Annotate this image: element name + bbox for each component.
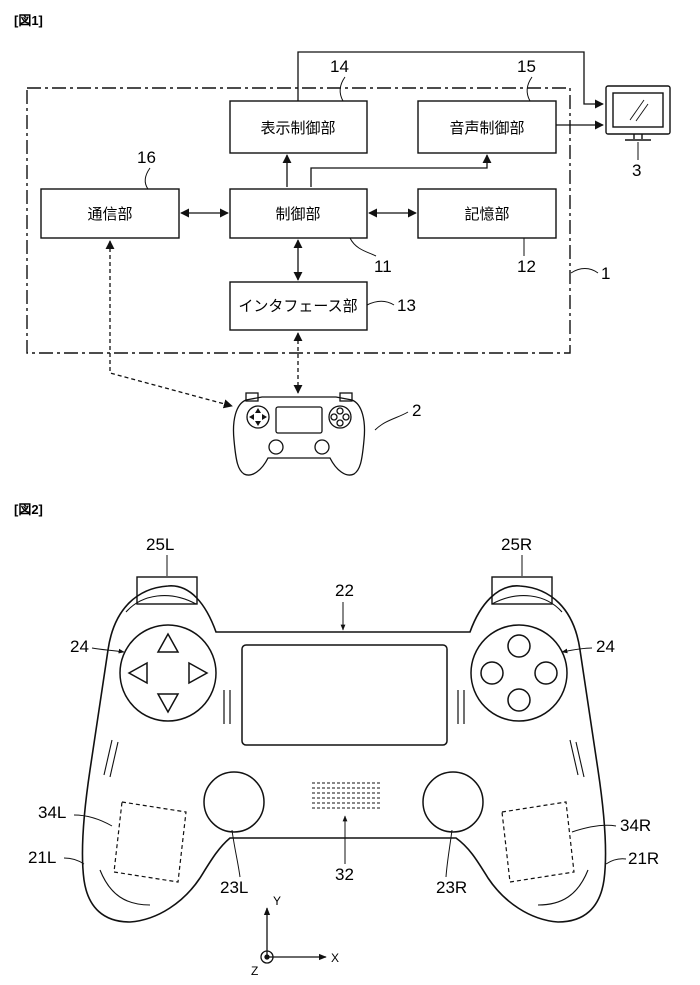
audio-control-box: 音声制御部 bbox=[417, 100, 557, 154]
ref-21R: 21R bbox=[628, 849, 659, 868]
ref-15: 15 bbox=[517, 57, 536, 76]
ref-25R: 25R bbox=[501, 535, 532, 554]
ref-34L: 34L bbox=[38, 803, 66, 822]
fig1-label: [図1] bbox=[14, 13, 43, 28]
interface-label: インタフェース部 bbox=[238, 297, 357, 315]
axis-y-label: Y bbox=[273, 894, 281, 908]
ref-16: 16 bbox=[137, 148, 156, 167]
memory-label: 記憶部 bbox=[464, 205, 509, 223]
ref-14: 14 bbox=[330, 57, 349, 76]
control-label: 制御部 bbox=[275, 205, 320, 223]
speaker-grille bbox=[312, 782, 380, 809]
wireless-links bbox=[105, 240, 303, 409]
fig2-reference-numbers: 25L 25R 22 24 24 34L 34R 21L 21R 23L 23R… bbox=[28, 535, 659, 897]
grip-sensors bbox=[113, 801, 575, 883]
ref-25L: 25L bbox=[146, 535, 174, 554]
ref-23L: 23L bbox=[220, 878, 248, 897]
ref-3: 3 bbox=[632, 161, 641, 180]
fig2-label: [図2] bbox=[14, 502, 43, 517]
ref-24-left: 24 bbox=[70, 637, 89, 656]
ref-34R: 34R bbox=[620, 816, 651, 835]
memory-box: 記憶部 bbox=[417, 188, 557, 239]
display-control-label: 表示制御部 bbox=[260, 119, 335, 137]
communication-label: 通信部 bbox=[87, 205, 132, 223]
fig1-reference-numbers: 14 15 16 11 12 13 1 2 3 bbox=[137, 57, 641, 431]
coordinate-axes bbox=[260, 907, 327, 964]
fig1-connections bbox=[180, 51, 604, 281]
ref-1: 1 bbox=[601, 264, 610, 283]
ref-11: 11 bbox=[374, 257, 392, 276]
display-control-box: 表示制御部 bbox=[229, 100, 368, 154]
ref-12: 12 bbox=[517, 257, 536, 276]
direction-buttons bbox=[119, 624, 217, 722]
monitor-icon bbox=[605, 85, 671, 141]
interface-box: インタフェース部 bbox=[229, 281, 368, 331]
ref-13: 13 bbox=[397, 296, 416, 315]
controller-body bbox=[81, 585, 607, 923]
ref-21L: 21L bbox=[28, 848, 56, 867]
control-box: 制御部 bbox=[229, 188, 368, 239]
audio-control-label: 音声制御部 bbox=[449, 119, 524, 137]
ref-23R: 23R bbox=[436, 878, 467, 897]
ref-22: 22 bbox=[335, 581, 354, 600]
face-buttons bbox=[470, 624, 568, 722]
axis-x-label: X bbox=[331, 951, 339, 965]
ref-32: 32 bbox=[335, 865, 354, 884]
controller-small-icon bbox=[232, 392, 366, 476]
axis-z-label: Z bbox=[251, 964, 258, 978]
communication-box: 通信部 bbox=[40, 188, 180, 239]
ref-24-right: 24 bbox=[596, 637, 615, 656]
ref-2: 2 bbox=[412, 401, 421, 420]
touch-pad bbox=[241, 644, 448, 746]
analog-sticks bbox=[203, 771, 484, 833]
